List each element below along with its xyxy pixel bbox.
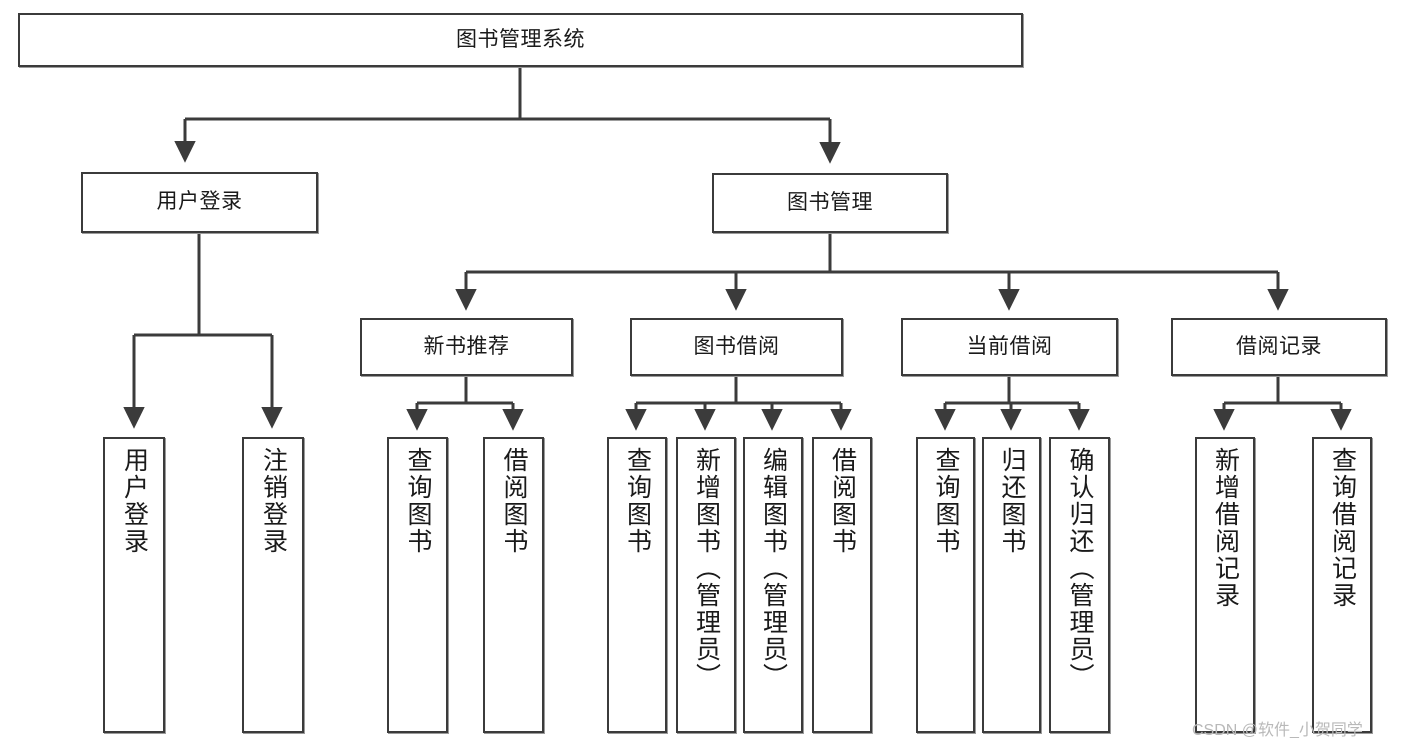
node-leaf-borrow-add-book[interactable]: 新增图书（管理员） [676,437,736,733]
node-leaf-newbook-query-book-label: 查询图书 [404,447,432,555]
node-leaf-record-query[interactable]: 查询借阅记录 [1312,437,1372,733]
node-leaf-borrow-borrow-book-label: 借阅图书 [828,447,857,555]
node-leaf-newbook-borrow-book-label: 借阅图书 [500,447,528,555]
node-leaf-user-logout[interactable]: 注销登录 [242,437,304,733]
node-leaf-borrow-edit-book-label: 编辑图书（管理员） [759,447,788,690]
node-book-borrow-label: 图书借阅 [693,334,780,358]
node-current-borrow-label: 当前借阅 [966,334,1053,358]
node-leaf-current-return-book-label: 归还图书 [998,447,1026,555]
csdn-watermark: CSDN @软件_小贺同学 [1192,722,1363,739]
node-leaf-record-add[interactable]: 新增借阅记录 [1195,437,1255,733]
node-leaf-user-login[interactable]: 用户登录 [103,437,165,733]
node-current-borrow[interactable]: 当前借阅 [901,318,1118,376]
node-leaf-current-query-book[interactable]: 查询图书 [916,437,975,733]
node-book-manage[interactable]: 图书管理 [712,173,948,233]
node-leaf-borrow-query-book-label: 查询图书 [623,447,652,555]
node-leaf-current-confirm-return-label: 确认归还（管理员） [1066,447,1094,690]
node-borrow-record[interactable]: 借阅记录 [1171,318,1387,376]
node-leaf-newbook-query-book[interactable]: 查询图书 [387,437,448,733]
node-borrow-record-label: 借阅记录 [1236,334,1322,358]
node-leaf-borrow-edit-book[interactable]: 编辑图书（管理员） [743,437,803,733]
node-root-label: 图书管理系统 [456,27,585,51]
node-leaf-current-return-book[interactable]: 归还图书 [982,437,1041,733]
node-new-book-recommend-label: 新书推荐 [423,334,510,358]
node-user-login-label: 用户登录 [156,190,243,214]
node-leaf-borrow-query-book[interactable]: 查询图书 [607,437,667,733]
node-user-login[interactable]: 用户登录 [81,172,318,233]
node-book-manage-label: 图书管理 [787,190,873,214]
node-new-book-recommend[interactable]: 新书推荐 [360,318,573,376]
node-leaf-newbook-borrow-book[interactable]: 借阅图书 [483,437,544,733]
node-leaf-record-add-label: 新增借阅记录 [1211,447,1240,609]
node-leaf-current-confirm-return[interactable]: 确认归还（管理员） [1049,437,1110,733]
node-leaf-current-query-book-label: 查询图书 [932,447,960,555]
node-leaf-user-logout-label: 注销登录 [259,447,288,555]
node-leaf-record-query-label: 查询借阅记录 [1328,447,1357,609]
node-leaf-borrow-borrow-book[interactable]: 借阅图书 [812,437,872,733]
node-root[interactable]: 图书管理系统 [18,13,1023,67]
node-leaf-borrow-add-book-label: 新增图书（管理员） [692,447,721,690]
node-book-borrow[interactable]: 图书借阅 [630,318,843,376]
node-leaf-user-login-label: 用户登录 [120,447,149,555]
